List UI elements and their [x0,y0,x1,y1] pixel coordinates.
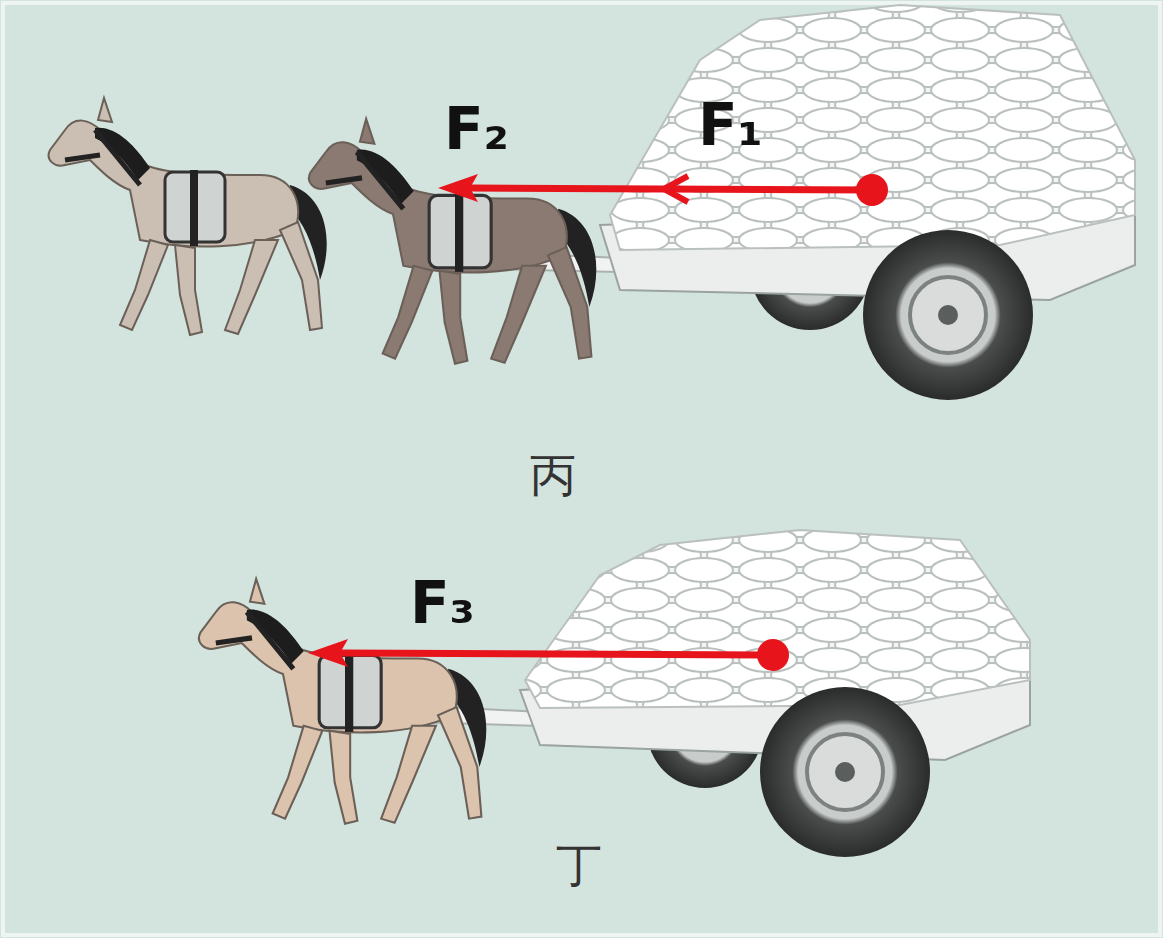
wheel [863,230,1033,400]
horse [49,98,327,335]
frame [3,3,1160,935]
force-arrow [308,639,789,671]
force-label: F₂ [444,100,509,158]
panel-label: 丁 [556,842,602,888]
wheel-axle [938,305,958,325]
panel-label: 丙 [530,452,576,498]
wheel-axle [835,762,855,782]
wheel-hub [807,734,883,810]
wheel-hub [910,277,986,353]
stone-load [610,5,1135,250]
force-label: F₃ [410,574,475,632]
wheel [760,687,930,857]
force-label: F₁ [698,96,763,154]
stone-load [525,530,1030,708]
force-arrow [438,174,888,206]
